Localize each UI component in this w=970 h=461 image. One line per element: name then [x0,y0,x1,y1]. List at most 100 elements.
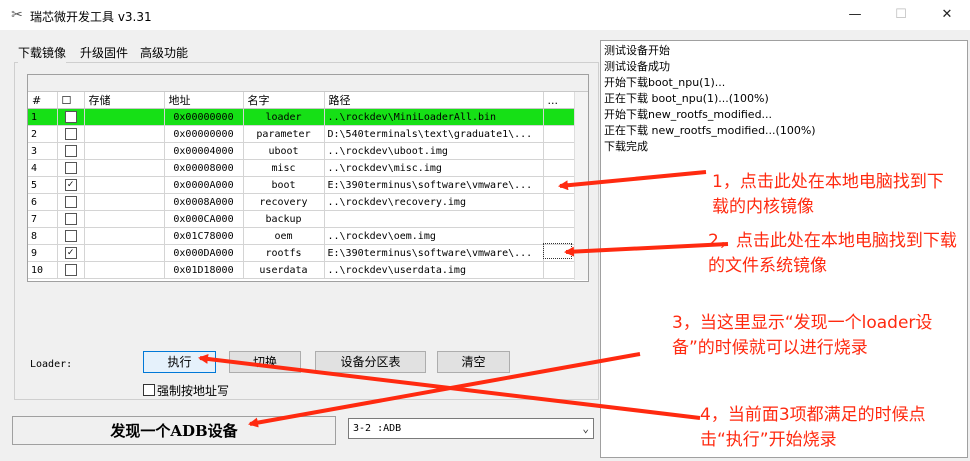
log-line: 测试设备开始 [604,44,670,57]
checkbox-unchecked-icon[interactable] [64,145,77,157]
row-checkbox[interactable] [57,125,85,143]
row-num: 4 [28,159,58,177]
row-name: boot [243,176,325,194]
chevron-down-icon[interactable]: ⌄ [582,422,589,435]
tab-advanced[interactable]: 高级功能 [140,46,189,60]
row-address: 0x00004000 [164,142,244,160]
row-path[interactable]: E:\390terminus\software\vmware\... [324,176,544,194]
row-address: 0x000CA000 [164,210,244,228]
row-path[interactable]: E:\390terminus\software\vmware\... [324,244,544,262]
row-checkbox[interactable] [57,193,85,211]
row-path[interactable]: ..\rockdev\misc.img [324,159,544,177]
row-storage [84,227,165,245]
tab-upgrade-firmware[interactable]: 升级固件 [80,46,129,60]
col-header-num: # [28,92,58,109]
tab-download-image[interactable]: 下载镜像 [18,44,67,63]
rootfs-path-browse-cell[interactable] [543,243,572,259]
row-checkbox[interactable] [57,227,85,245]
row-num: 9 [28,244,58,262]
row-path[interactable]: ..\rockdev\oem.img [324,227,544,245]
close-button[interactable]: ✕ [941,7,953,22]
row-num: 8 [28,227,58,245]
row-path[interactable]: ..\rockdev\MiniLoaderAll.bin [324,108,544,126]
col-header-storage: 存储 [84,92,165,109]
row-checkbox[interactable] [57,108,85,126]
row-checkbox[interactable] [57,210,85,228]
checkbox-unchecked-icon[interactable] [64,111,77,123]
minimize-button[interactable]: — [848,7,862,22]
row-address: 0x00000000 [164,125,244,143]
row-more[interactable] [543,125,575,143]
row-name: recovery [243,193,325,211]
row-more[interactable] [543,108,575,126]
row-more[interactable] [543,176,575,194]
row-num: 1 [28,108,58,126]
row-path[interactable] [324,210,544,228]
clear-button[interactable]: 清空 [437,351,510,373]
force-address-write-checkbox[interactable]: 强制按地址写 [143,382,229,399]
col-header-name: 名字 [243,92,325,109]
row-path[interactable]: D:\540terminals\text\graduate1\... [324,125,544,143]
row-more[interactable] [543,159,575,177]
device-partition-table-button[interactable]: 设备分区表 [315,351,426,373]
device-select[interactable]: 3-2 :ADB ⌄ [348,418,594,439]
run-button[interactable]: 执行 [143,351,216,373]
switch-button[interactable]: 切换 [229,351,301,373]
checkbox-unchecked-icon[interactable] [64,128,77,140]
row-storage [84,142,165,160]
row-num: 7 [28,210,58,228]
table-vertical-scrollbar[interactable] [574,92,588,280]
annotation-step-3: 3，当这里显示“发现一个loader设备”的时候就可以进行烧录 [672,313,933,358]
row-checkbox[interactable]: ✓ [57,176,85,194]
checkbox-unchecked-icon[interactable] [64,196,77,208]
row-path[interactable]: ..\rockdev\uboot.img [324,142,544,160]
checkbox-unchecked-icon[interactable] [64,213,77,225]
row-address: 0x0008A000 [164,193,244,211]
checkbox-unchecked-icon[interactable] [64,264,77,276]
row-checkbox[interactable]: ✓ [57,244,85,262]
row-address: 0x00008000 [164,159,244,177]
checkbox-unchecked-icon[interactable] [64,230,77,242]
row-name: backup [243,210,325,228]
row-num: 2 [28,125,58,143]
col-header-check[interactable]: ☐ [57,92,85,109]
col-header-address: 地址 [164,92,244,109]
col-header-more: ... [543,92,575,109]
app-tools-icon: ✂ [11,7,23,23]
row-address: 0x01C78000 [164,227,244,245]
row-more[interactable] [543,193,575,211]
checkbox-box[interactable] [143,384,155,396]
device-select-value: 3-2 :ADB [353,423,402,434]
row-checkbox[interactable] [57,142,85,160]
checkbox-unchecked-icon[interactable] [64,162,77,174]
row-name: loader [243,108,325,126]
row-checkbox[interactable] [57,261,85,279]
checkbox-checked-icon[interactable]: ✓ [64,179,77,191]
row-path[interactable]: ..\rockdev\userdata.img [324,261,544,279]
row-checkbox[interactable] [57,159,85,177]
row-path[interactable]: ..\rockdev\recovery.img [324,193,544,211]
window-title: 瑞芯微开发工具 v3.31 [30,10,152,24]
row-more[interactable] [543,210,575,228]
annotation-step-2: 2，点击此处在本地电脑找到下载的文件系统镜像 [708,231,957,276]
checkbox-checked-icon[interactable]: ✓ [64,247,77,259]
row-storage [84,210,165,228]
row-more[interactable] [543,142,575,160]
row-more[interactable] [543,227,575,245]
table-header-row: # ☐ 存储 地址 名字 路径 ... [28,92,575,109]
row-more[interactable] [543,261,575,279]
row-storage [84,159,165,177]
loader-label: Loader: [30,359,73,370]
maximize-button[interactable]: ☐ [895,7,907,22]
